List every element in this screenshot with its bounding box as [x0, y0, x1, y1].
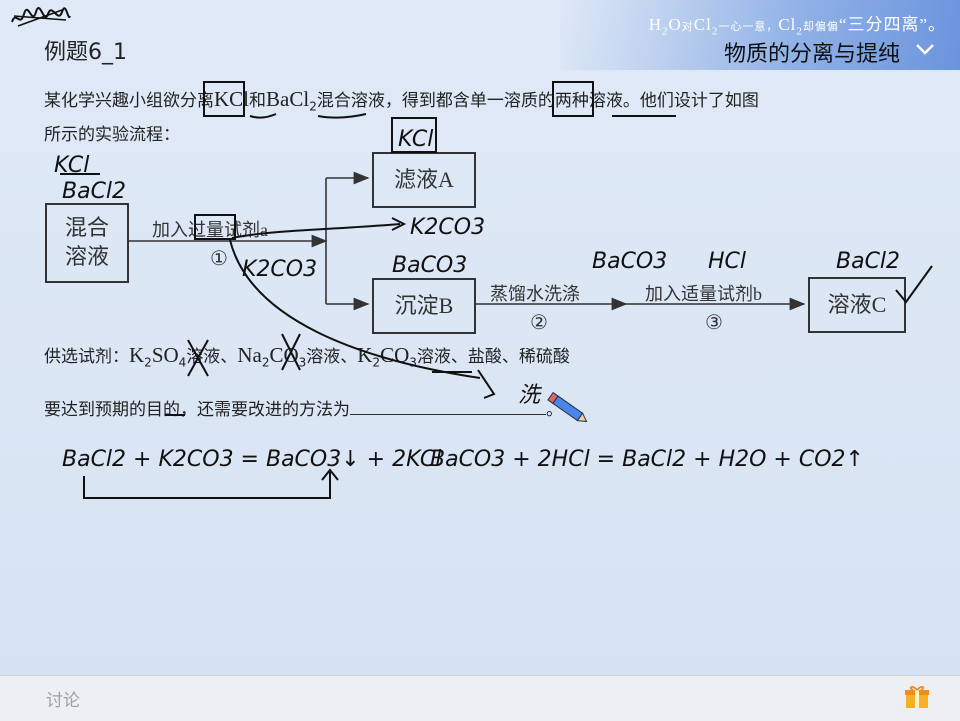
ink-k2co3-b: K2CO3: [410, 215, 485, 240]
precipitate-b-box: 沉淀B: [372, 278, 476, 334]
step-3-label: ③: [705, 310, 723, 334]
ink-underline-kcl: [249, 113, 277, 119]
add-reagent-a-label: 加入过量试剂a: [152, 220, 268, 240]
ink-bottom-arrow: [83, 472, 331, 499]
gift-icon[interactable]: [904, 684, 930, 710]
footer-bar: 讨论: [0, 675, 960, 721]
solution-c-box: 溶液C: [808, 277, 906, 333]
question-line-1: 某化学兴趣小组欲分离KCl和BaCl2混合溶液，得到都含单一溶质的两种溶液。他们…: [44, 87, 759, 114]
question-line-2: 所示的实验流程：: [44, 125, 180, 145]
reagents-line: 供选试剂：K2SO4溶液、Na2CO3溶液、K2CO3溶液、盐酸、稀硫酸: [44, 343, 570, 370]
whiteboard: H2O对Cl2一心一意，Cl2却偏偏“三分四离”。 例题6_1 物质的分离与提纯…: [0, 0, 960, 675]
ink-underline-bacl2: [317, 113, 367, 119]
ink-k2co3-a: K2CO3: [242, 257, 317, 282]
ink-equation-2: BaCO3 + 2HCl = BaCl2 + H2O + CO2↑: [430, 447, 864, 472]
ink-baco3-c: BaCO3: [592, 249, 667, 274]
discuss-button[interactable]: 讨论: [46, 691, 80, 711]
ink-baco3-b: BaCO3: [392, 253, 467, 278]
scribble-logo-icon: [11, 7, 71, 27]
ink-box-kcl: [391, 117, 437, 153]
example-title: 例题6_1: [44, 40, 127, 65]
ink-kcl-left: KCl: [54, 153, 89, 178]
ink-kcl-top: KCl: [398, 127, 433, 152]
add-reagent-b-label: 加入适量试剂b: [645, 284, 762, 304]
chapter-title[interactable]: 物质的分离与提纯: [723, 42, 900, 67]
answer-prompt-line: 要达到预期的目的，还需要改进的方法为。: [44, 400, 563, 420]
ink-bacl2-c: BaCl2: [836, 249, 900, 274]
filtrate-a-box: 滤液A: [372, 152, 476, 208]
header-banner: H2O对Cl2一心一意，Cl2却偏偏“三分四离”。: [560, 0, 960, 70]
step-1-label: ①: [210, 246, 228, 270]
ink-equation-1: BaCl2 + K2CO3 = BaCO3↓ + 2KCl: [62, 447, 441, 472]
mixture-box: 混合溶液: [45, 203, 129, 283]
chevron-down-icon[interactable]: [914, 38, 936, 60]
step-2-label: ②: [530, 310, 548, 334]
ink-hcl: HCl: [708, 249, 746, 274]
answer-blank[interactable]: [350, 402, 546, 415]
ink-bacl2-left: BaCl2: [62, 179, 126, 204]
wash-label: 蒸馏水洗涤: [490, 284, 580, 304]
slogan: H2O对Cl2一心一意，Cl2却偏偏“三分四离”。: [648, 15, 946, 38]
